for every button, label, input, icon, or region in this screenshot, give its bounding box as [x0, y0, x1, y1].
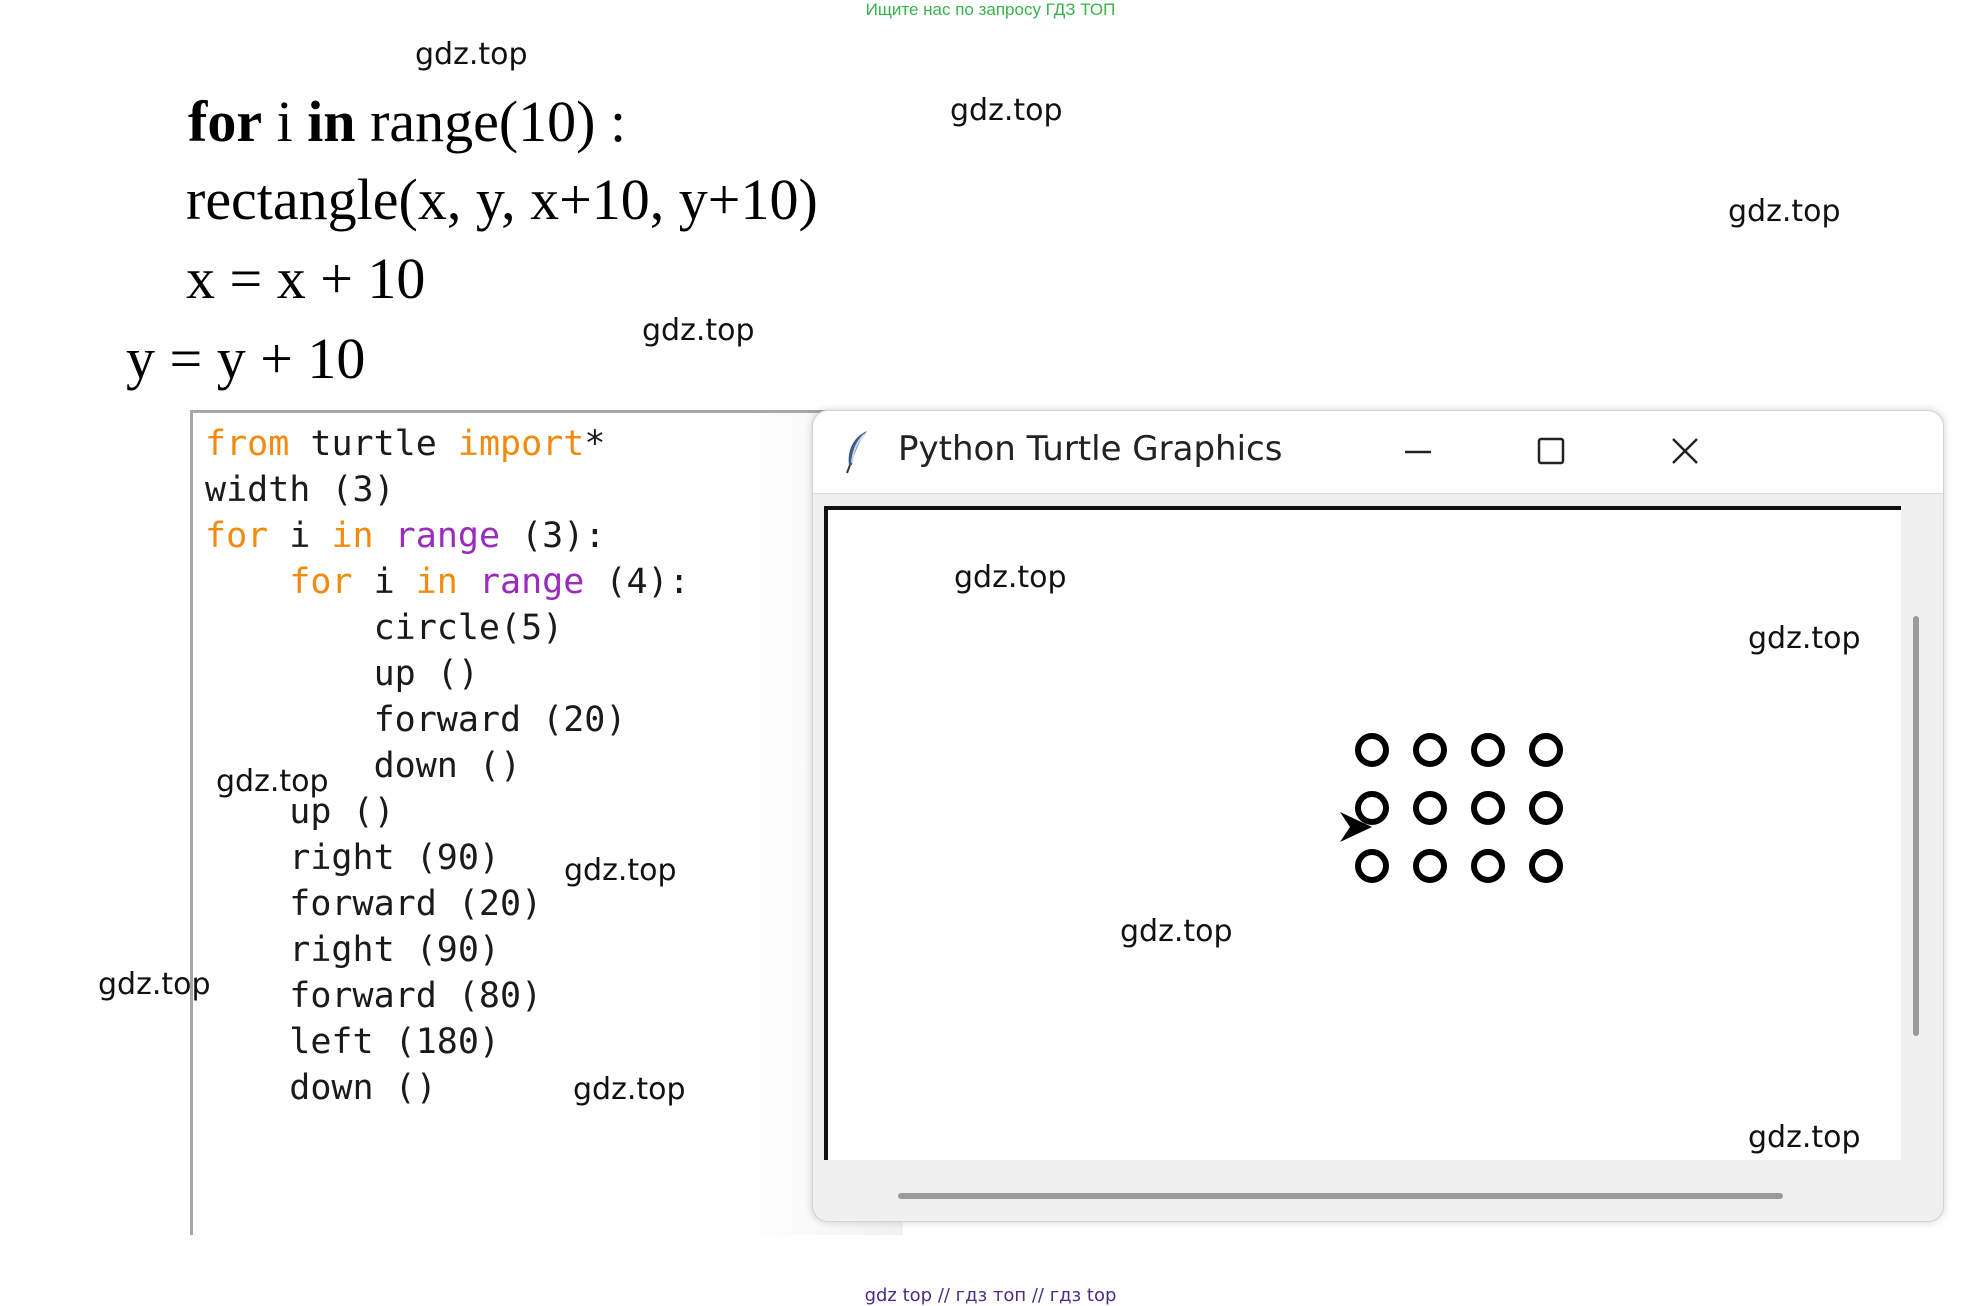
watermark: gdz.top: [98, 967, 211, 1002]
code-line: down (): [205, 1068, 437, 1108]
watermark: gdz.top: [1728, 194, 1841, 229]
math-line-y: y = y + 10: [126, 326, 366, 391]
maximize-icon[interactable]: [1521, 427, 1581, 477]
var-i: i: [262, 89, 308, 154]
turtle-canvas[interactable]: [824, 506, 1901, 1160]
watermark: gdz.top: [642, 313, 755, 348]
watermark: gdz.top: [216, 764, 329, 799]
code-line: right (90): [205, 838, 501, 878]
code-line: down (): [205, 746, 522, 786]
drawn-circle: [1355, 791, 1389, 825]
window-title: Python Turtle Graphics: [898, 429, 1283, 469]
watermark: gdz.top: [1748, 1120, 1861, 1155]
drawn-circle: [1529, 791, 1563, 825]
feather-icon: [846, 431, 867, 474]
watermark: gdz.top: [573, 1072, 686, 1107]
code-line: forward (20): [205, 700, 627, 740]
watermark: gdz.top: [415, 37, 528, 72]
drawn-circle: [1355, 849, 1389, 883]
code-line: from turtle import*: [205, 424, 606, 464]
math-line-for: for i in range(10) :: [188, 88, 626, 155]
watermark: gdz.top: [1748, 621, 1861, 656]
close-icon[interactable]: [1655, 427, 1715, 477]
code-line: right (90): [205, 930, 501, 970]
range-text: range(10) :: [355, 89, 627, 154]
code-line: circle(5): [205, 608, 564, 648]
drawn-circle: [1529, 733, 1563, 767]
window-titlebar[interactable]: Python Turtle Graphics: [813, 411, 1943, 494]
turtle-drawing: [1340, 733, 1563, 883]
drawn-circle: [1529, 849, 1563, 883]
watermark: gdz.top: [950, 93, 1063, 128]
drawn-circle: [1355, 733, 1389, 767]
kw-in: in: [307, 89, 356, 154]
code-line: for i in range (3):: [205, 516, 606, 556]
code-line: left (180): [205, 1022, 501, 1062]
drawn-circle: [1413, 791, 1447, 825]
code-editor[interactable]: from turtle import* width (3) for i in r…: [190, 410, 903, 1235]
code-line: for i in range (4):: [289, 562, 690, 602]
footer-links: gdz top // гдз топ // гдз top: [864, 1285, 1117, 1306]
minimize-icon[interactable]: [1388, 427, 1448, 477]
watermark: gdz.top: [1120, 914, 1233, 949]
watermark: gdz.top: [564, 853, 677, 888]
drawn-circle: [1413, 733, 1447, 767]
code-line: forward (80): [205, 976, 543, 1016]
turtle-arrow-icon: [1340, 812, 1372, 842]
search-banner: Ищите нас по запросу ГДЗ ТОП: [865, 0, 1116, 19]
horizontal-scrollbar[interactable]: [898, 1193, 1783, 1199]
code-listing: from turtle import* width (3) for i in r…: [205, 421, 690, 1111]
drawn-circle: [1471, 733, 1505, 767]
drawn-circle: [1413, 849, 1447, 883]
code-line: up (): [205, 792, 395, 832]
vertical-scrollbar[interactable]: [1913, 616, 1919, 1036]
turtle-window[interactable]: Python Turtle Graphics: [812, 410, 1944, 1222]
math-line-x: x = x + 10: [186, 246, 426, 311]
drawn-circle: [1471, 849, 1505, 883]
watermark: gdz.top: [954, 560, 1067, 595]
code-line: forward (20): [205, 884, 543, 924]
code-line: up (): [205, 654, 479, 694]
code-line: width (3): [205, 470, 395, 510]
kw-for: for: [188, 89, 263, 154]
drawn-circle: [1471, 791, 1505, 825]
math-line-rectangle: rectangle(x, y, x+10, y+10): [186, 167, 818, 232]
